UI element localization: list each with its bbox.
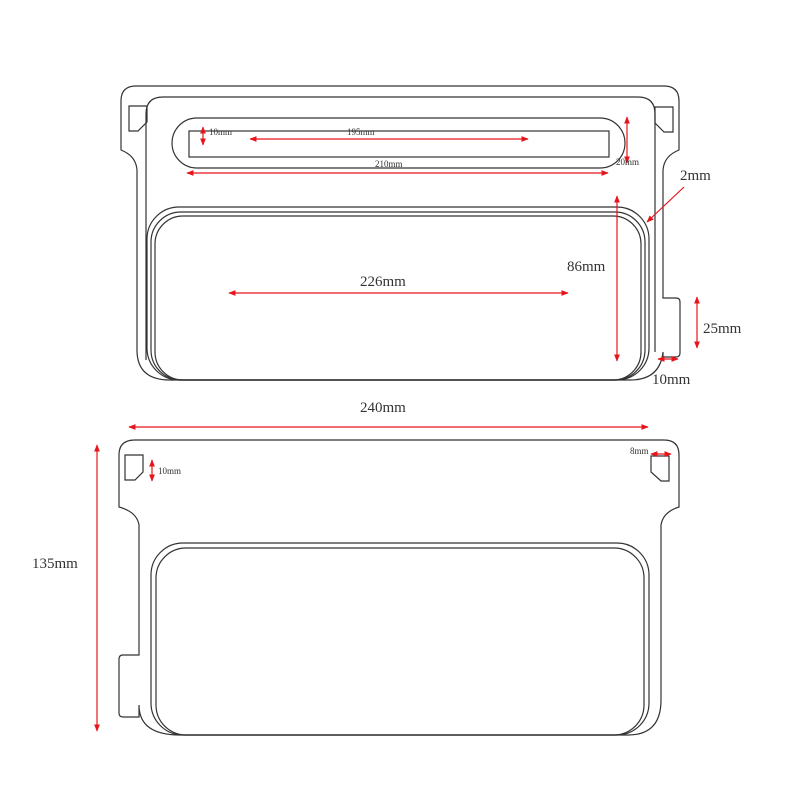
right-hang-hole (650, 455, 670, 482)
slot-height-label: 10mm (209, 127, 232, 137)
zip-slot (188, 130, 610, 158)
window-height-label: 86mm (567, 259, 606, 275)
tab-width-label: 10mm (652, 372, 691, 388)
left-hang-hole (124, 454, 144, 481)
seal-width-label: 2mm (680, 168, 711, 184)
top-view: 10mm 195mm 210mm 20mm 2mm 226mm 86mm 25m… (120, 85, 742, 388)
left-hang-hole (128, 105, 148, 132)
window-outer (150, 542, 650, 736)
top-outline (120, 85, 681, 381)
window-inner (155, 547, 645, 736)
window-width-label: 226mm (360, 274, 406, 290)
window-middle (150, 211, 646, 381)
hole-width-label: 8mm (630, 446, 649, 456)
bottom-view: 240mm 135mm 10mm 8mm (32, 400, 680, 736)
overall-height-label: 135mm (32, 556, 78, 572)
panel-width-label: 210mm (375, 159, 403, 169)
window-inner (154, 215, 642, 381)
right-hang-hole (654, 106, 674, 133)
slot-band-label: 20mm (616, 157, 639, 167)
bottom-outline (118, 439, 680, 736)
seal-width-leader (646, 186, 685, 223)
slot-length-label: 195mm (347, 127, 375, 137)
tab-height-label: 25mm (703, 321, 742, 337)
hole-height-label: 10mm (158, 466, 181, 476)
overall-width-label: 240mm (360, 400, 406, 416)
